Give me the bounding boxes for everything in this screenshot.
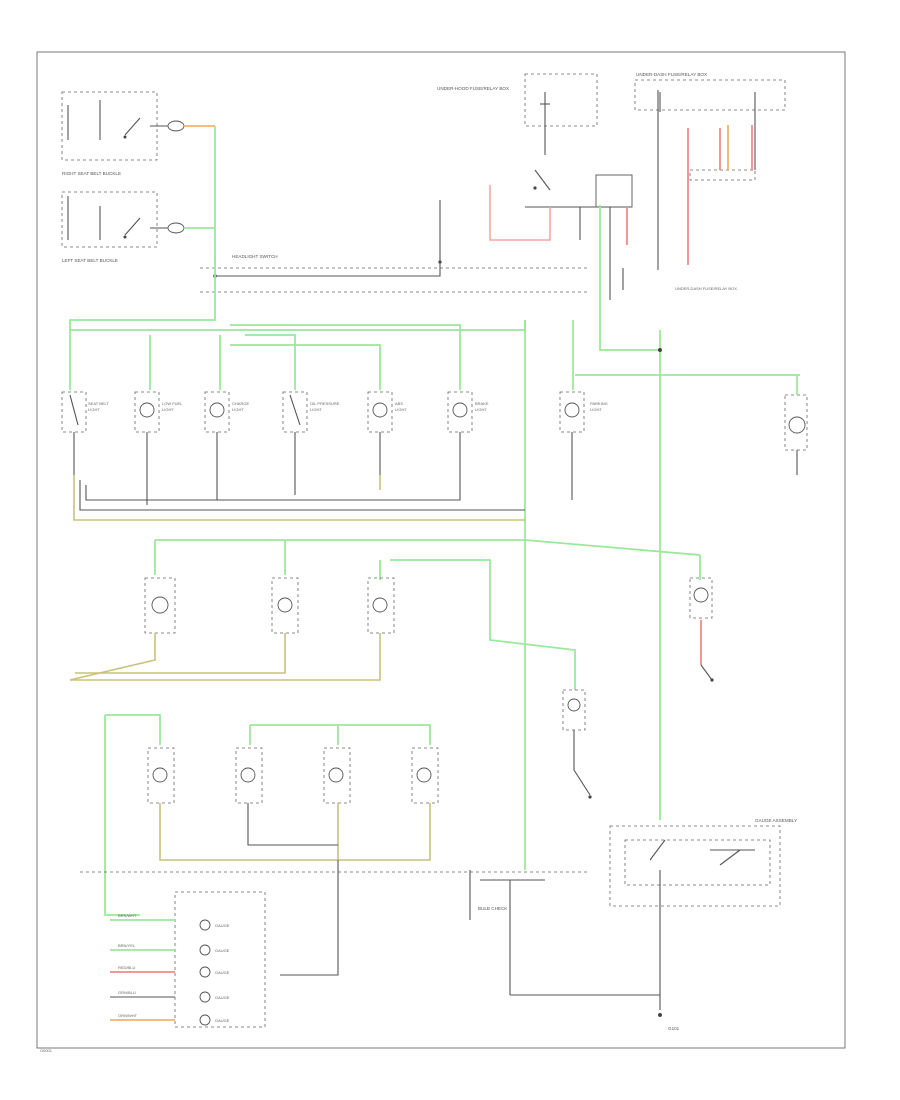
underhood-fuse-box: UNDER-HOOD FUSE/RELAY BOX bbox=[437, 73, 633, 208]
gauge-row-3 bbox=[147, 747, 439, 804]
left-switch-label: LEFT SEAT BELT BUCKLE bbox=[62, 258, 118, 263]
indicator-low-fuel: LOW FUEL LIGHT bbox=[134, 391, 183, 475]
indicator-row-1: SEAT BELT LIGHT LOW FUEL LIGHT CHARGE LI… bbox=[61, 391, 608, 500]
svg-text:ABS: ABS bbox=[395, 401, 403, 406]
indicator-oil-pressure: OIL PRESSURE LIGHT bbox=[282, 391, 340, 475]
light-switch-label: HEADLIGHT SWITCH bbox=[232, 254, 278, 259]
svg-text:LIGHT: LIGHT bbox=[88, 407, 100, 412]
right-seat-belt-switch: RIGHT SEAT BELT BUCKLE bbox=[61, 91, 185, 176]
underdash-label: UNDER-DASH FUSE/RELAY BOX bbox=[636, 72, 707, 77]
diagram-frame bbox=[36, 51, 846, 1049]
svg-text:CHARGE: CHARGE bbox=[232, 401, 249, 406]
svg-text:BRN/YEL: BRN/YEL bbox=[118, 943, 136, 948]
bulb-check: BULB CHECK bbox=[469, 870, 660, 996]
gauge-row-2 bbox=[144, 577, 713, 634]
svg-text:ORN/WHT: ORN/WHT bbox=[118, 1013, 138, 1018]
svg-text:LIGHT: LIGHT bbox=[162, 407, 174, 412]
svg-text:LIGHT: LIGHT bbox=[232, 407, 244, 412]
indicator-abs: ABS LIGHT bbox=[367, 391, 407, 475]
svg-text:LIGHT: LIGHT bbox=[395, 407, 407, 412]
underdash-fuse-box: UNDER-DASH FUSE/RELAY BOX bbox=[634, 72, 786, 255]
svg-text:RED/BLU: RED/BLU bbox=[118, 965, 135, 970]
svg-text:GRN/BLU: GRN/BLU bbox=[118, 990, 136, 995]
ground-label: G101 bbox=[668, 1026, 680, 1031]
svg-text:LIGHT: LIGHT bbox=[475, 407, 487, 412]
svg-text:BRAKE: BRAKE bbox=[475, 401, 489, 406]
svg-text:LIGHT: LIGHT bbox=[590, 407, 602, 412]
svg-text:GAUGE: GAUGE bbox=[215, 948, 230, 953]
gauge-assembly: GAUGE ASSEMBLY G101 bbox=[609, 818, 797, 1031]
svg-text:GAUGE: GAUGE bbox=[215, 1018, 230, 1023]
svg-text:LOW FUEL: LOW FUEL bbox=[162, 401, 183, 406]
indicator-brake: BRAKE LIGHT bbox=[447, 391, 489, 490]
underhood-label: UNDER-HOOD FUSE/RELAY BOX bbox=[437, 86, 509, 91]
gauge-assembly-label: GAUGE ASSEMBLY bbox=[755, 818, 797, 823]
svg-text:SEAT BELT: SEAT BELT bbox=[88, 401, 109, 406]
right-lamp bbox=[784, 375, 808, 475]
gauge-legend: BRN/WHT BRN/YEL RED/BLU GRN/BLU ORN/WHT … bbox=[110, 891, 266, 1028]
svg-text:PARKING: PARKING bbox=[590, 401, 608, 406]
headlight-switch: HEADLIGHT SWITCH bbox=[213, 254, 278, 278]
svg-text:BRN/WHT: BRN/WHT bbox=[118, 913, 137, 918]
underdash-note: UNDER-DASH FUSE/RELAY BOX bbox=[675, 286, 737, 291]
sensor-assembly bbox=[562, 689, 592, 799]
right-switch-label: RIGHT SEAT BELT BUCKLE bbox=[62, 171, 121, 176]
svg-text:LIGHT: LIGHT bbox=[310, 407, 322, 412]
indicator-charge: CHARGE LIGHT bbox=[204, 391, 249, 475]
svg-text:GAUGE: GAUGE bbox=[215, 995, 230, 1000]
indicator-seat-belt: SEAT BELT LIGHT bbox=[61, 391, 109, 475]
indicator-parking: PARKING LIGHT bbox=[559, 391, 608, 500]
left-seat-belt-switch: LEFT SEAT BELT BUCKLE bbox=[61, 191, 185, 263]
svg-text:OIL PRESSURE: OIL PRESSURE bbox=[310, 401, 340, 406]
svg-text:GAUGE: GAUGE bbox=[215, 923, 230, 928]
footer-code: G0001 bbox=[40, 1048, 53, 1053]
svg-text:GAUGE: GAUGE bbox=[215, 970, 230, 975]
bulb-check-label: BULB CHECK bbox=[478, 906, 508, 911]
